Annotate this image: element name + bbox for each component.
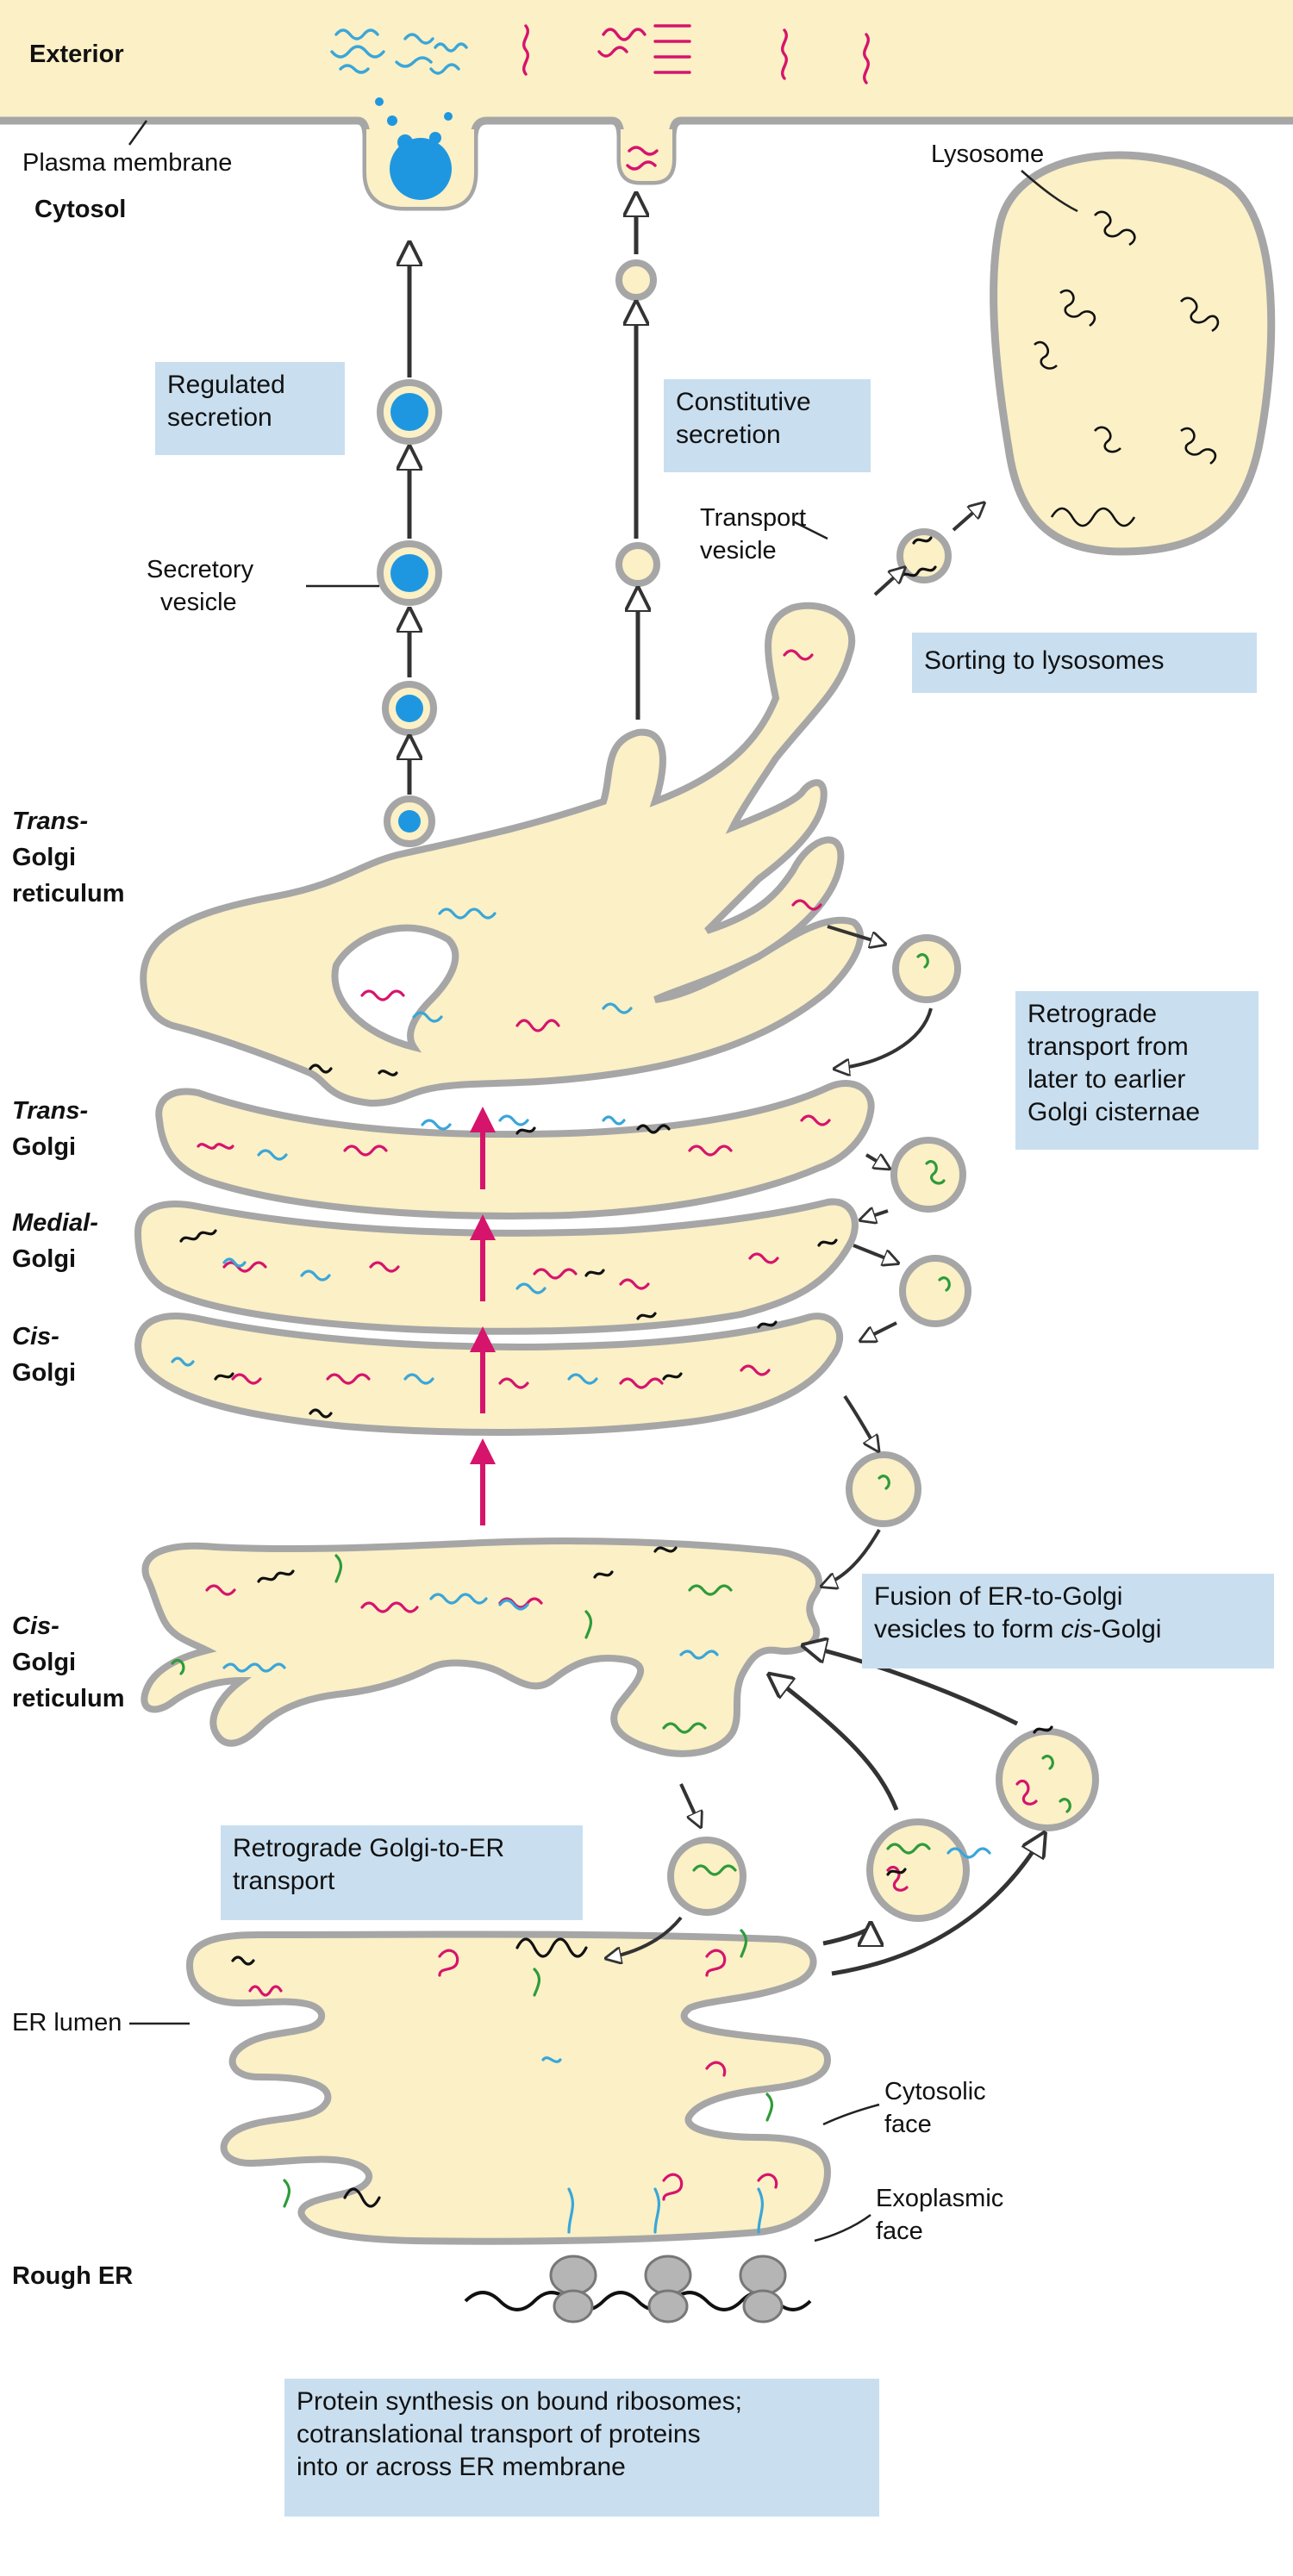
trans-golgi-line-2: Golgi [12,1133,77,1161]
constitutive-secretion-line-1: Constitutive [676,388,811,416]
cis-golgi-reticulum-line-3: reticulum [12,1685,125,1712]
lysosome [990,151,1276,556]
retrograde-er-line-2: transport [233,1867,335,1895]
plasma-membrane-label: Plasma membrane [22,149,233,177]
er-lumen-label: ER lumen [12,2009,122,2036]
fusion-italic-cis: cis [1060,1615,1093,1644]
cargo-proteins [171,536,1071,2234]
medial-golgi-line-1: Medial- [12,1209,98,1237]
cis-golgi-cisterna [134,1313,844,1436]
cytosolic-face-line-2: face [884,2111,932,2138]
exoplasmic-face-line-1: Exoplasmic [876,2185,1004,2212]
cytosol-label: Cytosol [34,196,127,223]
cytosolic-face-label: Cytosolic face [884,2075,986,2141]
fusion-line-1: Fusion of ER-to-Golgi [874,1582,1123,1611]
secretory-vesicle-label: Secretory vesicle [147,553,253,619]
cytosolic-face-line-1: Cytosolic [884,2078,986,2105]
regulated-secretion-box: Regulated secretion [155,362,345,455]
retrograde-golgi-line-4: Golgi cisternae [1028,1098,1201,1126]
constitutive-secretion-line-2: secretion [676,421,781,449]
medial-golgi-cisterna [134,1198,859,1335]
er-to-golgi-arrows [771,1646,1043,1976]
cis-golgi-reticulum-line-1: Cis- [12,1612,59,1640]
trans-golgi-label: Trans- Golgi [12,1093,88,1165]
cis-golgi-reticulum [141,1537,822,1757]
regulated-vesicles [377,379,442,847]
retrograde-er-arrows [608,1783,700,1958]
transport-vesicle-line-1: Transport [700,504,807,532]
lysosome-arrows [873,504,983,596]
fusion-line-2: vesicles to form cis-Golgi [874,1615,1162,1644]
regulated-secretion-line-2: secretion [167,403,272,432]
secreted-granule-blob [375,97,453,200]
retrograde-er-box: Retrograde Golgi-to-ER transport [221,1825,583,1920]
ribosomes [464,2255,812,2323]
retrograde-golgi-line-1: Retrograde [1028,1000,1158,1028]
retrograde-golgi-line-2: transport from [1028,1032,1189,1061]
constitutive-arrows [636,196,638,720]
cis-golgi-line-1: Cis- [12,1323,59,1350]
trans-golgi-reticulum-line-1: Trans- [12,808,89,835]
cis-golgi-label: Cis- Golgi [12,1319,76,1391]
constitutive-secretion-box: Constitutive secretion [664,379,871,472]
sorting-to-lysosomes-line-1: Sorting to lysosomes [924,646,1165,675]
protein-synthesis-box: Protein synthesis on bound ribosomes; co… [284,2379,879,2517]
cis-golgi-line-2: Golgi [12,1359,77,1387]
secretory-vesicle-line-1: Secretory [147,556,254,583]
rough-er-label: Rough ER [12,2262,134,2290]
rough-er [185,1930,832,2245]
cis-golgi-reticulum-line-2: Golgi [12,1649,77,1676]
trans-golgi-reticulum [140,602,865,1107]
sorting-to-lysosomes-box: Sorting to lysosomes [912,633,1257,693]
trans-golgi-reticulum-line-2: Golgi [12,844,77,871]
transport-vesicle-label: Transport vesicle [700,502,806,567]
trans-golgi-reticulum-label: Trans- Golgi reticulum [12,803,125,912]
leader-lines [128,120,1078,2242]
trans-golgi-cisterna [155,1080,875,1219]
exterior-proteins [330,24,870,171]
retrograde-golgi-box: Retrograde transport from later to earli… [1015,991,1259,1150]
protein-synthesis-line-2: cotranslational transport of proteins [297,2420,701,2448]
protein-synthesis-line-3: into or across ER membrane [297,2453,626,2481]
exoplasmic-face-line-2: face [876,2217,923,2245]
exterior-label: Exterior [29,41,124,68]
trans-golgi-line-1: Trans- [12,1097,89,1125]
retrograde-golgi-arrows [823,925,933,1586]
retrograde-golgi-line-3: later to earlier [1028,1065,1186,1094]
secretory-vesicle-line-2: vesicle [160,589,237,616]
protein-synthesis-line-1: Protein synthesis on bound ribosomes; [297,2387,742,2416]
retrograde-er-line-1: Retrograde Golgi-to-ER [233,1834,505,1862]
cis-golgi-reticulum-label: Cis- Golgi reticulum [12,1608,125,1717]
medial-golgi-line-2: Golgi [12,1245,77,1273]
fusion-box: Fusion of ER-to-Golgi vesicles to form c… [862,1574,1274,1668]
lysosome-label: Lysosome [931,140,1045,168]
golgi-cisternae [134,1080,875,1436]
transport-vesicles [615,259,1099,1922]
transport-vesicle-line-2: vesicle [700,537,777,564]
medial-golgi-label: Medial- Golgi [12,1205,98,1277]
regulated-secretion-line-1: Regulated [167,371,285,399]
exoplasmic-face-label: Exoplasmic face [876,2182,1003,2248]
trans-golgi-reticulum-line-3: reticulum [12,880,125,908]
